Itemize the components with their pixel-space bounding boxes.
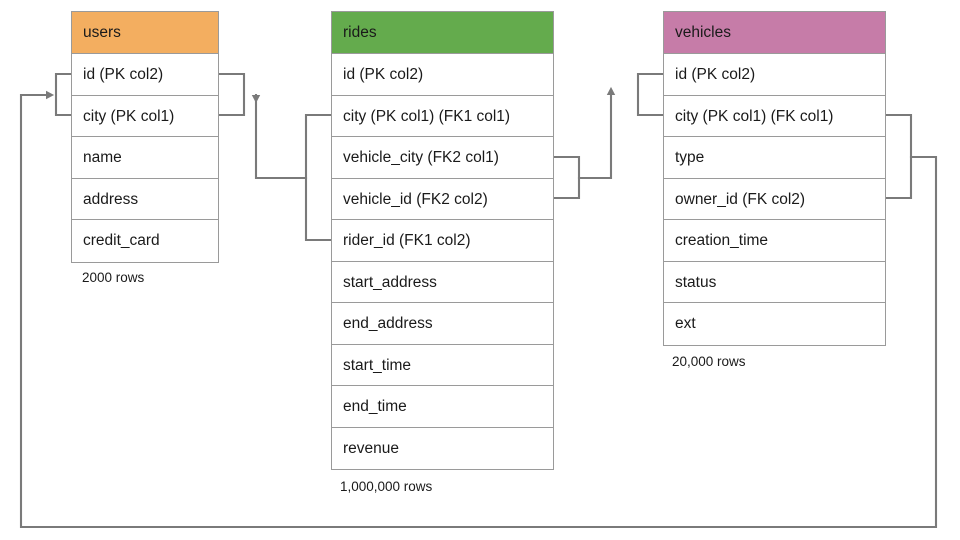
table-rides-column-id[interactable]: id (PK col2) — [332, 54, 553, 96]
connector-users-right-bracket — [217, 72, 246, 117]
table-vehicles-column-city[interactable]: city (PK col1) (FK col1) — [664, 95, 885, 137]
table-vehicles-column-status[interactable]: status — [664, 261, 885, 303]
table-rides-column-start-address[interactable]: start_address — [332, 261, 553, 303]
connector-rides-fk2-bracket — [552, 155, 581, 200]
connector-vehicles-left-bracket — [636, 72, 665, 117]
table-vehicles[interactable]: vehicles id (PK col2) city (PK col1) (FK… — [663, 11, 886, 346]
table-rides-column-vehicle-id[interactable]: vehicle_id (FK2 col2) — [332, 178, 553, 220]
connector-rides-fk1-to-users — [304, 113, 333, 242]
table-rides-column-rider-id[interactable]: rider_id (FK1 col2) — [332, 220, 553, 262]
table-vehicles-title: vehicles — [664, 12, 885, 54]
table-vehicles-column-owner-id[interactable]: owner_id (FK col2) — [664, 178, 885, 220]
table-rides-title: rides — [332, 12, 553, 54]
connector-users-left-bracket — [54, 72, 73, 117]
table-vehicles-column-creation-time[interactable]: creation_time — [664, 220, 885, 262]
table-users-column-credit-card[interactable]: credit_card — [72, 220, 218, 262]
table-rides-column-city[interactable]: city (PK col1) (FK1 col1) — [332, 95, 553, 137]
table-users-column-city[interactable]: city (PK col1) — [72, 95, 218, 137]
table-rides-column-vehicle-city[interactable]: vehicle_city (FK2 col1) — [332, 137, 553, 179]
table-rides-column-end-address[interactable]: end_address — [332, 303, 553, 345]
table-users-column-address[interactable]: address — [72, 178, 218, 220]
table-users[interactable]: users id (PK col2) city (PK col1) name a… — [71, 11, 219, 263]
table-vehicles-column-type[interactable]: type — [664, 137, 885, 179]
table-vehicles-column-ext[interactable]: ext — [664, 303, 885, 345]
table-rides-column-start-time[interactable]: start_time — [332, 344, 553, 386]
table-rides-column-end-time[interactable]: end_time — [332, 386, 553, 428]
table-rides-rows-label: 1,000,000 rows — [340, 479, 433, 494]
table-users-column-name[interactable]: name — [72, 137, 218, 179]
table-users-title: users — [72, 12, 218, 54]
connector-rides-fk1-to-users-run — [251, 93, 308, 180]
table-rides-column-revenue[interactable]: revenue — [332, 427, 553, 469]
table-vehicles-column-id[interactable]: id (PK col2) — [664, 54, 885, 96]
table-users-column-id[interactable]: id (PK col2) — [72, 54, 218, 96]
table-vehicles-rows-label: 20,000 rows — [672, 354, 746, 369]
table-users-rows-label: 2000 rows — [82, 270, 145, 285]
connector-vehicles-fk-bracket — [884, 113, 913, 200]
connector-rides-fk2-run — [577, 86, 616, 180]
table-rides[interactable]: rides id (PK col2) city (PK col1) (FK1 c… — [331, 11, 554, 470]
